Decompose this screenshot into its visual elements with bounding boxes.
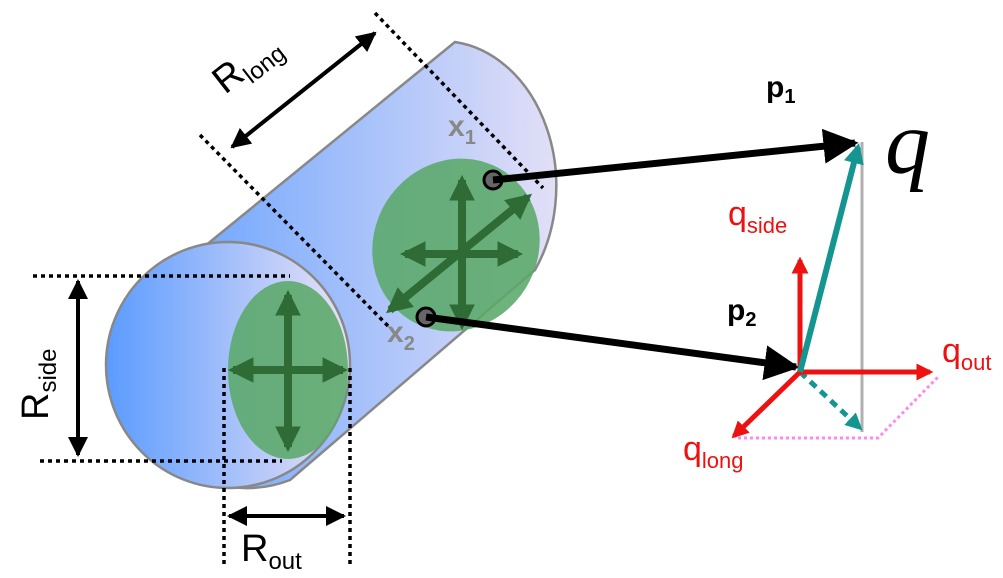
q-vector — [797, 143, 864, 373]
r-side-label: Rside — [15, 349, 62, 420]
p2-label: p2 — [727, 294, 756, 331]
q-label: q — [885, 94, 930, 193]
q-plane-projection — [738, 375, 940, 440]
q-transverse-projection — [798, 370, 863, 431]
back-source-ellipse — [372, 158, 540, 332]
dimension-guides — [33, 11, 545, 565]
r-long-dimension-arrow — [230, 31, 377, 149]
r-long-label: Rlong — [205, 24, 291, 106]
q-side-label: qside — [728, 195, 787, 238]
back-diagonal-arrow — [386, 193, 532, 314]
q-out-label: qout — [942, 332, 992, 375]
q-long-axis — [731, 370, 802, 439]
x1-label: x1 — [448, 110, 476, 149]
x2-label: x2 — [387, 316, 415, 355]
q-coordinate-system — [731, 142, 940, 440]
r-long-guide-right — [373, 11, 545, 190]
p2-vector — [425, 313, 800, 381]
q-long-label: qlong — [683, 430, 744, 473]
r-out-label: Rout — [241, 528, 302, 575]
p1-label: p1 — [766, 71, 795, 108]
p1-vector — [492, 128, 859, 184]
front-source-ellipse — [227, 281, 349, 459]
